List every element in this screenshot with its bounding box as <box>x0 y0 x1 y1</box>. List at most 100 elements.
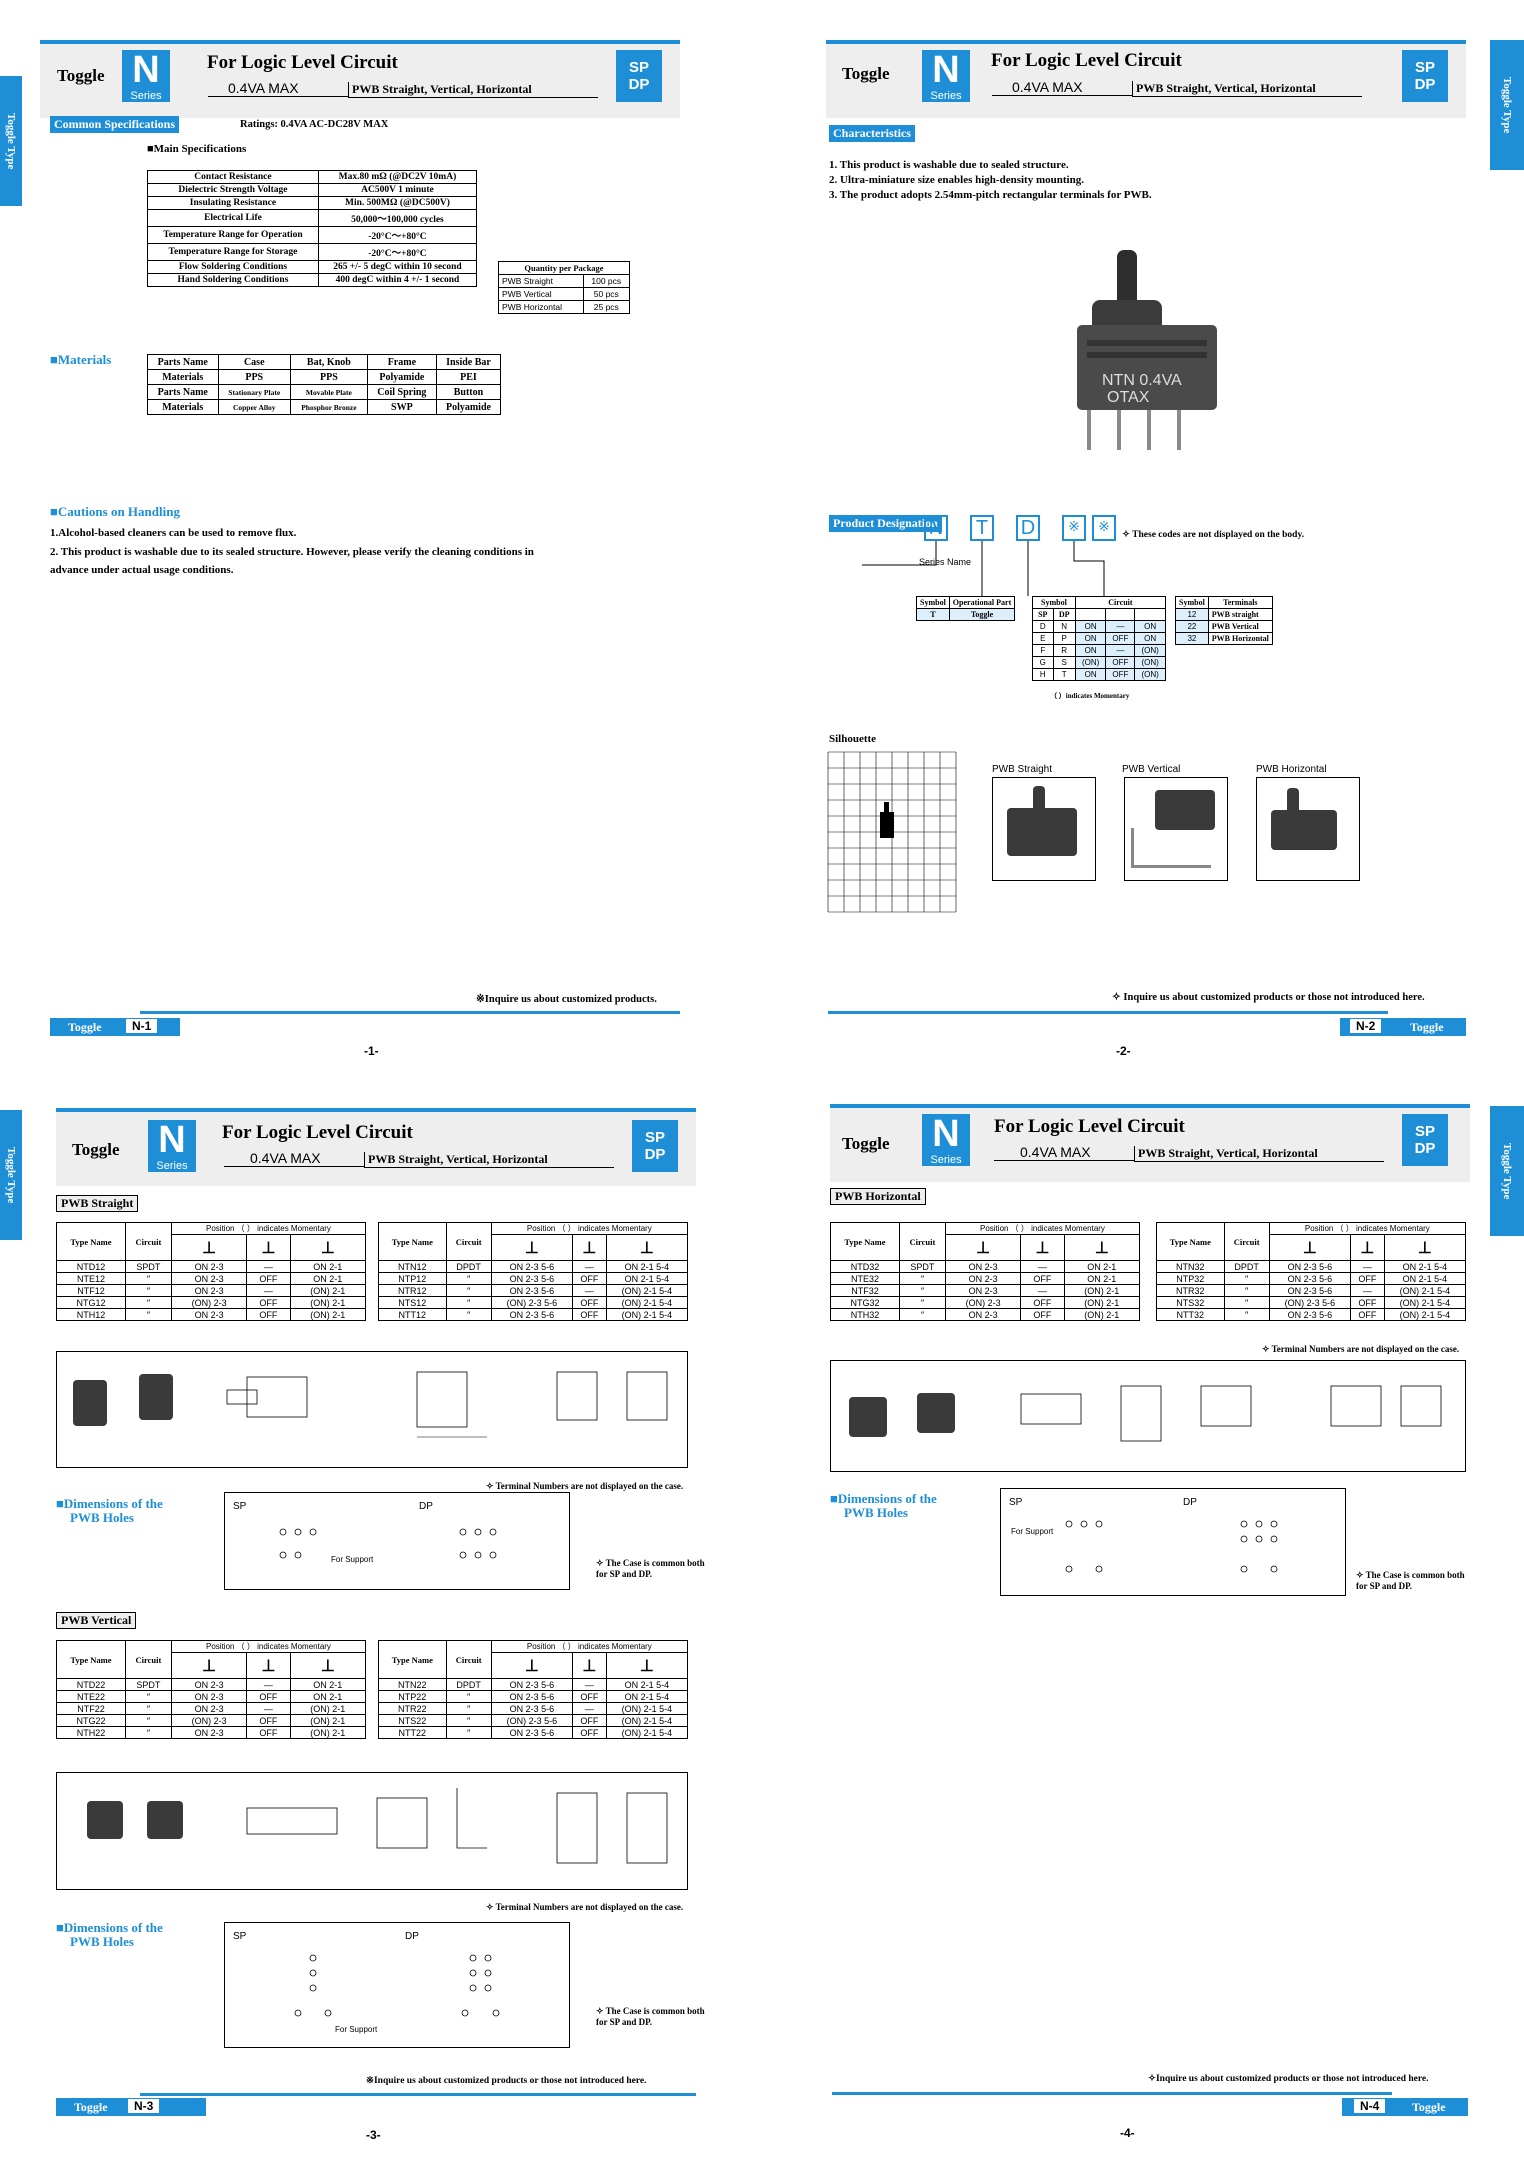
rating-subtitle: 0.4VA MAX <box>208 80 348 97</box>
spec-value: AC500V 1 minute <box>317 183 478 197</box>
type-cell: NTD32 <box>830 1260 900 1273</box>
type-cell: NTG22 <box>56 1714 126 1727</box>
circuit-cell: ON <box>1134 620 1166 633</box>
silhouette-bat <box>884 802 889 814</box>
type-name-header: Type Name <box>56 1222 126 1261</box>
toggle-bat <box>1117 250 1137 310</box>
materials-cell: Bat, Knob <box>289 354 368 370</box>
characteristic-2: 2. Ultra-miniature size enables high-den… <box>829 174 1084 186</box>
type-cell: — <box>246 1284 291 1297</box>
type-cell: (ON) 2-1 5-4 <box>1383 1296 1467 1309</box>
spec-name: Hand Soldering Conditions <box>147 273 319 287</box>
body-groove-2 <box>1087 352 1207 358</box>
type-cell: ON 2-3 <box>170 1678 248 1691</box>
type-cell: (ON) 2-3 5-6 <box>490 1296 574 1309</box>
type-cell: OFF <box>572 1690 607 1703</box>
qty-header-row: Quantity per Package <box>498 261 630 275</box>
type-cell: (ON) 2-3 5-6 <box>490 1714 574 1727</box>
type-cell: — <box>1350 1284 1385 1297</box>
type-row: NTF22″ON 2-3—(ON) 2-1 <box>56 1702 367 1715</box>
qty-type: PWB Straight <box>498 274 584 288</box>
qty-title: Quantity per Package <box>498 261 630 275</box>
case-common-note: ✧ The Case is common both for SP and DP. <box>596 1558 705 1579</box>
circuit-header: Circuit <box>124 1640 172 1679</box>
holes-dp-label: DP <box>405 1931 419 1942</box>
type-cell: ″ <box>124 1690 172 1703</box>
circuit-header: Circuit <box>898 1222 946 1261</box>
footer-code: N-4 <box>1354 2099 1386 2113</box>
vertical-holes-box: SP DP For Support <box>224 1922 570 2048</box>
caution-1: 1.Alcohol-based cleaners can be used to … <box>50 527 297 539</box>
type-cell: NTE12 <box>56 1272 126 1285</box>
type-cell: ″ <box>445 1690 492 1703</box>
type-cell: OFF <box>1020 1308 1065 1321</box>
circuit-cell: E <box>1032 632 1054 645</box>
cautions-heading: ■Cautions on Handling <box>50 504 180 519</box>
page-title: For Logic Level Circuit <box>994 1116 1185 1137</box>
horizontal-hole-pattern <box>1065 1520 1278 1573</box>
type-cell: OFF <box>572 1272 607 1285</box>
materials-cell: Button <box>435 384 502 400</box>
terminal-pin <box>1147 410 1151 450</box>
blank-cell <box>1105 608 1136 621</box>
type-cell: (ON) 2-1 <box>289 1714 367 1727</box>
type-cell: (ON) 2-1 5-4 <box>605 1702 689 1715</box>
type-cell: ON 2-3 5-6 <box>1268 1308 1352 1321</box>
mount-subtitle: PWB Straight, Vertical, Horizontal <box>348 82 598 98</box>
mount-subtitle: PWB Straight, Vertical, Horizontal <box>364 1152 614 1168</box>
position-icon-row: ⊥⊥⊥ <box>379 1234 689 1261</box>
spec-name: Temperature Range for Operation <box>147 226 319 244</box>
type-cell: OFF <box>246 1272 291 1285</box>
type-cell: OFF <box>246 1690 291 1703</box>
terminal-name: PWB Horizontal <box>1207 632 1273 645</box>
type-cell: NTG12 <box>56 1296 126 1309</box>
type-cell: OFF <box>1350 1296 1385 1309</box>
type-cell: — <box>246 1678 291 1691</box>
materials-cell: Phosphor Bronze <box>289 399 368 415</box>
silhouette-heading: Silhouette <box>829 733 877 745</box>
circuit-cell: H <box>1032 668 1054 681</box>
characteristics-label: Characteristics <box>829 125 915 142</box>
type-cell: ON 2-3 <box>944 1284 1022 1297</box>
bent-terminals <box>1131 828 1211 868</box>
body-marking-2: OTAX <box>1107 389 1150 406</box>
case-common-note: ✧ The Case is common both for SP and DP. <box>1356 1570 1465 1591</box>
materials-cell: Polyamide <box>366 369 437 385</box>
type-row: NTR22″ON 2-3 5-6—(ON) 2-1 5-4 <box>378 1702 689 1715</box>
series-label: Series <box>156 1160 188 1172</box>
type-cell: OFF <box>246 1726 291 1739</box>
toggle-position-icon: ⊥ <box>289 1652 367 1679</box>
spec-value: 265 +/- 5 degC within 10 second <box>317 260 478 274</box>
switch-photo-2 <box>147 1801 183 1839</box>
photo-label-straight: PWB Straight <box>992 764 1053 775</box>
type-cell: ON 2-3 <box>170 1272 248 1285</box>
type-cell: ON 2-1 <box>289 1690 367 1703</box>
type-cell: ON 2-3 <box>170 1308 248 1321</box>
footer-code: N-2 <box>1350 1019 1382 1033</box>
materials-cell: PEI <box>435 369 502 385</box>
type-cell: ″ <box>898 1308 946 1321</box>
type-cell: (ON) 2-3 <box>170 1296 248 1309</box>
silhouette-body <box>880 812 894 838</box>
type-row: NTF12″ON 2-3—(ON) 2-1 <box>56 1284 367 1297</box>
type-cell: (ON) 2-1 <box>289 1284 367 1297</box>
